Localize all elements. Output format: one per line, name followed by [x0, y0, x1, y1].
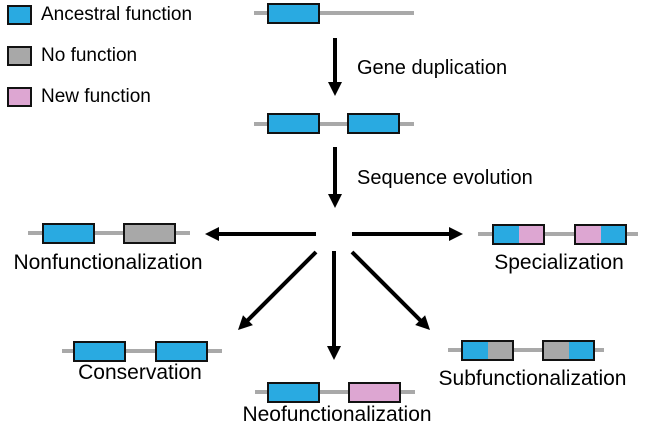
gene-box-nonfunctionalization-copy1 — [42, 223, 95, 244]
gene-segment-new-function — [576, 226, 601, 243]
chromosome-line-conservation — [62, 349, 222, 353]
arrow-to-conservation — [238, 250, 318, 330]
gene-segment-no-function — [544, 342, 569, 359]
gene-box-neofunctionalization-copy2 — [348, 382, 401, 403]
gene-segment-no-function — [125, 225, 174, 242]
legend-item-new-function: New function — [7, 86, 151, 108]
gene-segment-ancestral — [349, 115, 398, 132]
gene-segment-new-function — [518, 226, 543, 243]
gene-segment-ancestral — [269, 384, 318, 401]
gene-segment-new-function — [350, 384, 399, 401]
gene-box-ancestral — [267, 3, 320, 24]
arrow-sequence-evolution — [328, 147, 342, 208]
gene-box-conservation-copy1 — [73, 341, 126, 362]
gene-segment-ancestral — [494, 226, 519, 243]
legend-label-ancestral: Ancestral function — [41, 4, 193, 25]
legend-swatch-new-function — [7, 87, 32, 107]
label-specialization: Specialization — [494, 251, 624, 274]
gene-box-subfunctionalization-copy1 — [461, 340, 514, 361]
gene-segment-ancestral — [269, 5, 318, 22]
legend-label-no-function: No function — [41, 45, 138, 66]
gene-box-duplicated-copy2 — [347, 113, 400, 134]
arrow-to-neofunctionalization — [327, 251, 341, 360]
chromosome-line-nonfunctionalization — [28, 231, 190, 235]
chromosome-line-ancestral — [254, 11, 414, 15]
label-neofunctionalization: Neofunctionalization — [242, 403, 432, 426]
gene-segment-ancestral — [568, 342, 593, 359]
gene-segment-ancestral — [463, 342, 488, 359]
gene-box-duplicated-copy1 — [267, 113, 320, 134]
legend-item-ancestral-function: Ancestral function — [7, 4, 192, 26]
chromosome-line-duplicated — [254, 122, 414, 126]
label-conservation: Conservation — [78, 361, 202, 384]
gene-box-neofunctionalization-copy1 — [267, 382, 320, 403]
label-subfunctionalization: Subfunctionalization — [438, 367, 627, 390]
gene-box-nonfunctionalization-copy2 — [123, 223, 176, 244]
arrow-to-specialization — [352, 227, 463, 241]
label-sequence-evolution: Sequence evolution — [357, 167, 533, 189]
arrow-to-nonfunctionalization — [205, 227, 316, 241]
gene-segment-ancestral — [44, 225, 93, 242]
gene-segment-ancestral — [157, 343, 206, 360]
arrow-gene-duplication — [328, 38, 342, 96]
legend-swatch-no-function — [7, 46, 32, 66]
chromosome-line-specialization — [478, 232, 638, 236]
label-gene-duplication: Gene duplication — [357, 57, 508, 79]
arrow-to-subfunctionalization — [350, 250, 430, 330]
chromosome-line-subfunctionalization — [448, 348, 604, 352]
gene-segment-no-function — [487, 342, 512, 359]
gene-box-specialization-copy1 — [492, 224, 545, 245]
legend-label-new-function: New function — [41, 86, 151, 107]
label-nonfunctionalization: Nonfunctionalization — [13, 251, 203, 274]
legend-swatch-ancestral — [7, 5, 32, 25]
legend-item-no-function: No function — [7, 45, 137, 67]
gene-segment-ancestral — [600, 226, 625, 243]
gene-box-subfunctionalization-copy2 — [542, 340, 595, 361]
gene-segment-ancestral — [75, 343, 124, 360]
gene-segment-ancestral — [269, 115, 318, 132]
chromosome-line-neofunctionalization — [255, 390, 415, 394]
gene-box-conservation-copy2 — [155, 341, 208, 362]
gene-box-specialization-copy2 — [574, 224, 627, 245]
